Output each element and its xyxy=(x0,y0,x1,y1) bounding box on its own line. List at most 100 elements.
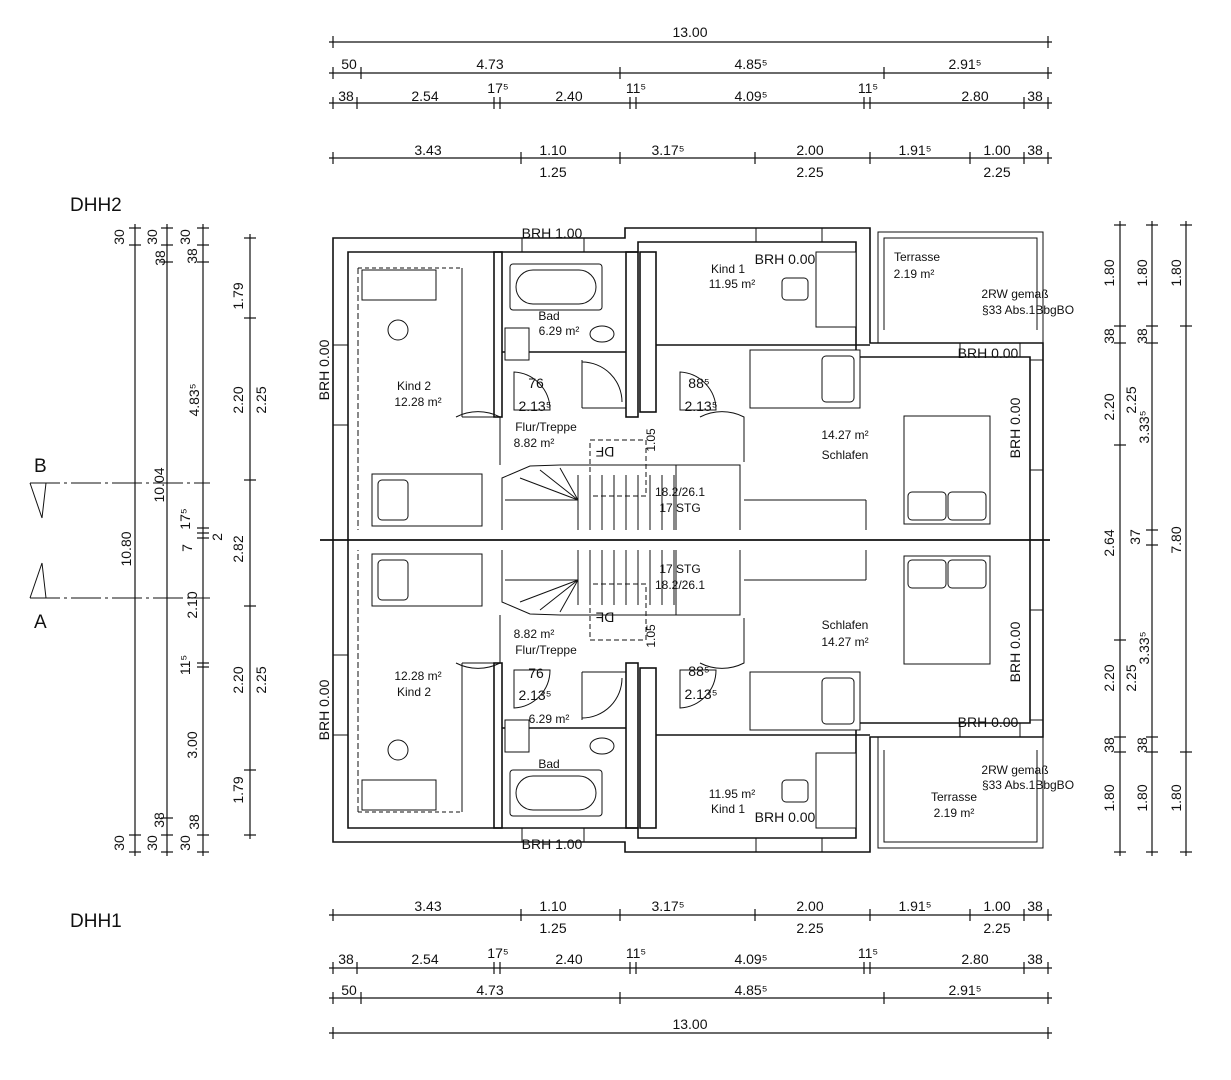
dim: 38 xyxy=(186,814,202,830)
note: 2RW gemaß xyxy=(981,763,1048,777)
dim: 1.80 xyxy=(1168,259,1184,286)
brh-label: BRH 0.00 xyxy=(1007,397,1023,458)
stair-ratio: 18.2/26.1 xyxy=(655,578,705,592)
note: 2RW gemaß xyxy=(981,287,1048,301)
dim: 1.25 xyxy=(539,164,566,180)
stair-count: 17 STG xyxy=(659,501,700,515)
dim: 30 xyxy=(177,835,193,851)
brh-label: BRH 1.00 xyxy=(522,225,583,241)
dim: 1.79 xyxy=(230,282,246,309)
stair-ratio: 18.2/26.1 xyxy=(655,485,705,499)
room-area: 14.27 m² xyxy=(821,635,868,649)
dim: 17⁵ xyxy=(487,80,508,96)
note: §33 Abs.1BbgBO xyxy=(982,303,1074,317)
brh-label: BRH 0.00 xyxy=(958,714,1019,730)
dim: 2.25 xyxy=(1123,664,1139,691)
dim: 37 xyxy=(1127,529,1143,545)
dim: 1.79 xyxy=(230,776,246,803)
dim: 30 xyxy=(111,835,127,851)
section-marker-b: B xyxy=(29,456,210,519)
dim-overall: 13.00 xyxy=(672,1016,707,1032)
door-width: 76 xyxy=(528,375,544,391)
dim: 2.80 xyxy=(961,88,988,104)
df-label: DF xyxy=(596,609,615,625)
room-area: 11.95 m² xyxy=(709,787,755,801)
dim: 1.91⁵ xyxy=(898,898,931,914)
dim: 38 xyxy=(151,812,167,828)
brh-label: BRH 0.00 xyxy=(316,679,332,740)
door-height: 2.13⁵ xyxy=(684,398,717,414)
room-area: 8.82 m² xyxy=(514,627,555,641)
right-dimensions: 1.80 38 2.20 2.64 2.20 38 1.80 1.80 38 2… xyxy=(1101,259,1184,811)
room-area: 12.28 m² xyxy=(394,395,441,409)
dim: 2.64 xyxy=(1101,529,1117,556)
dim: 2.20 xyxy=(1101,664,1117,691)
door-width: 88⁵ xyxy=(688,663,709,679)
dim: 2.20 xyxy=(1101,393,1117,420)
dim: 2.91⁵ xyxy=(948,56,981,72)
dim: 10.04 xyxy=(151,467,167,502)
dhh1-labels: 17 STG 18.2/26.1 DF 8.82 m² Flur/Treppe … xyxy=(316,562,1074,852)
dim: 1.80 xyxy=(1134,259,1150,286)
house-label-dhh2: DHH2 xyxy=(70,195,122,216)
dim: 2.40 xyxy=(555,951,582,967)
dim: 1.25 xyxy=(539,920,566,936)
dim: 11⁵ xyxy=(626,80,646,96)
room-area: 12.28 m² xyxy=(394,669,441,683)
dim: 11⁵ xyxy=(858,80,878,96)
dim: 30 xyxy=(111,229,127,245)
dim: 2 xyxy=(209,533,225,541)
dhh2-walls xyxy=(320,227,1050,541)
room-name-schlafen: Schlafen xyxy=(822,618,869,632)
room-area: 14.27 m² xyxy=(821,428,868,442)
dim: 4.83⁵ xyxy=(186,383,202,416)
dim: 2.25 xyxy=(983,920,1010,936)
dim: 38 xyxy=(184,248,200,264)
dim: 2.54 xyxy=(411,951,438,967)
dim: 3.33⁵ xyxy=(1136,631,1152,664)
dim: 4.85⁵ xyxy=(734,982,767,998)
stair-width: 1.05 xyxy=(644,624,658,648)
dim: 11⁵ xyxy=(858,945,878,961)
dim: 11⁵ xyxy=(177,655,193,675)
stair-tread xyxy=(539,579,579,611)
dim: 1.10 xyxy=(539,142,566,158)
room-area: 8.82 m² xyxy=(514,436,555,450)
dim: 38 xyxy=(1027,88,1043,104)
door-height: 2.13⁵ xyxy=(518,398,551,414)
room-area: 6.29 m² xyxy=(529,712,570,726)
note: §33 Abs.1BbgBO xyxy=(982,778,1074,792)
room-area: 2.19 m² xyxy=(894,267,935,281)
dim: 2.80 xyxy=(961,951,988,967)
dim: 38 xyxy=(1027,142,1043,158)
door-height: 2.13⁵ xyxy=(518,687,551,703)
dim: 4.73 xyxy=(476,982,503,998)
room-name-terrasse: Terrasse xyxy=(894,250,940,264)
dim: 38 xyxy=(1101,328,1117,344)
dim: 17⁵ xyxy=(487,945,508,961)
room-area: 6.29 m² xyxy=(539,324,580,338)
room-name-kind2: Kind 2 xyxy=(397,685,431,699)
dim: 4.73 xyxy=(476,56,503,72)
df-label: DF xyxy=(596,444,615,460)
section-marker-a: A xyxy=(29,562,210,633)
top-dimensions: 13.00 50 4.73 4.85⁵ 2.91⁵ 38 2.54 17⁵ 2.… xyxy=(338,24,1043,180)
dhh2-labels: BRH 1.00 Bad 6.29 m² Kind 2 12.28 m² 76 … xyxy=(316,225,1074,515)
stair-tread xyxy=(559,467,579,501)
section-marker-b-label: B xyxy=(34,456,47,477)
room-name-flur: Flur/Treppe xyxy=(515,643,577,657)
dim: 4.09⁵ xyxy=(734,951,767,967)
brh-label: BRH 1.00 xyxy=(522,836,583,852)
brh-label: BRH 0.00 xyxy=(316,339,332,400)
dim: 38 xyxy=(338,88,354,104)
room-name-kind1: Kind 1 xyxy=(711,262,745,276)
dim: 2.20 xyxy=(230,666,246,693)
door-height: 2.13⁵ xyxy=(684,686,717,702)
dim: 2.25 xyxy=(253,666,269,693)
stair-tread xyxy=(559,579,579,613)
dim: 2.25 xyxy=(796,920,823,936)
dim: 4.09⁵ xyxy=(734,88,767,104)
dim: 2.82 xyxy=(230,535,246,562)
dhh1-walls xyxy=(320,539,1050,853)
